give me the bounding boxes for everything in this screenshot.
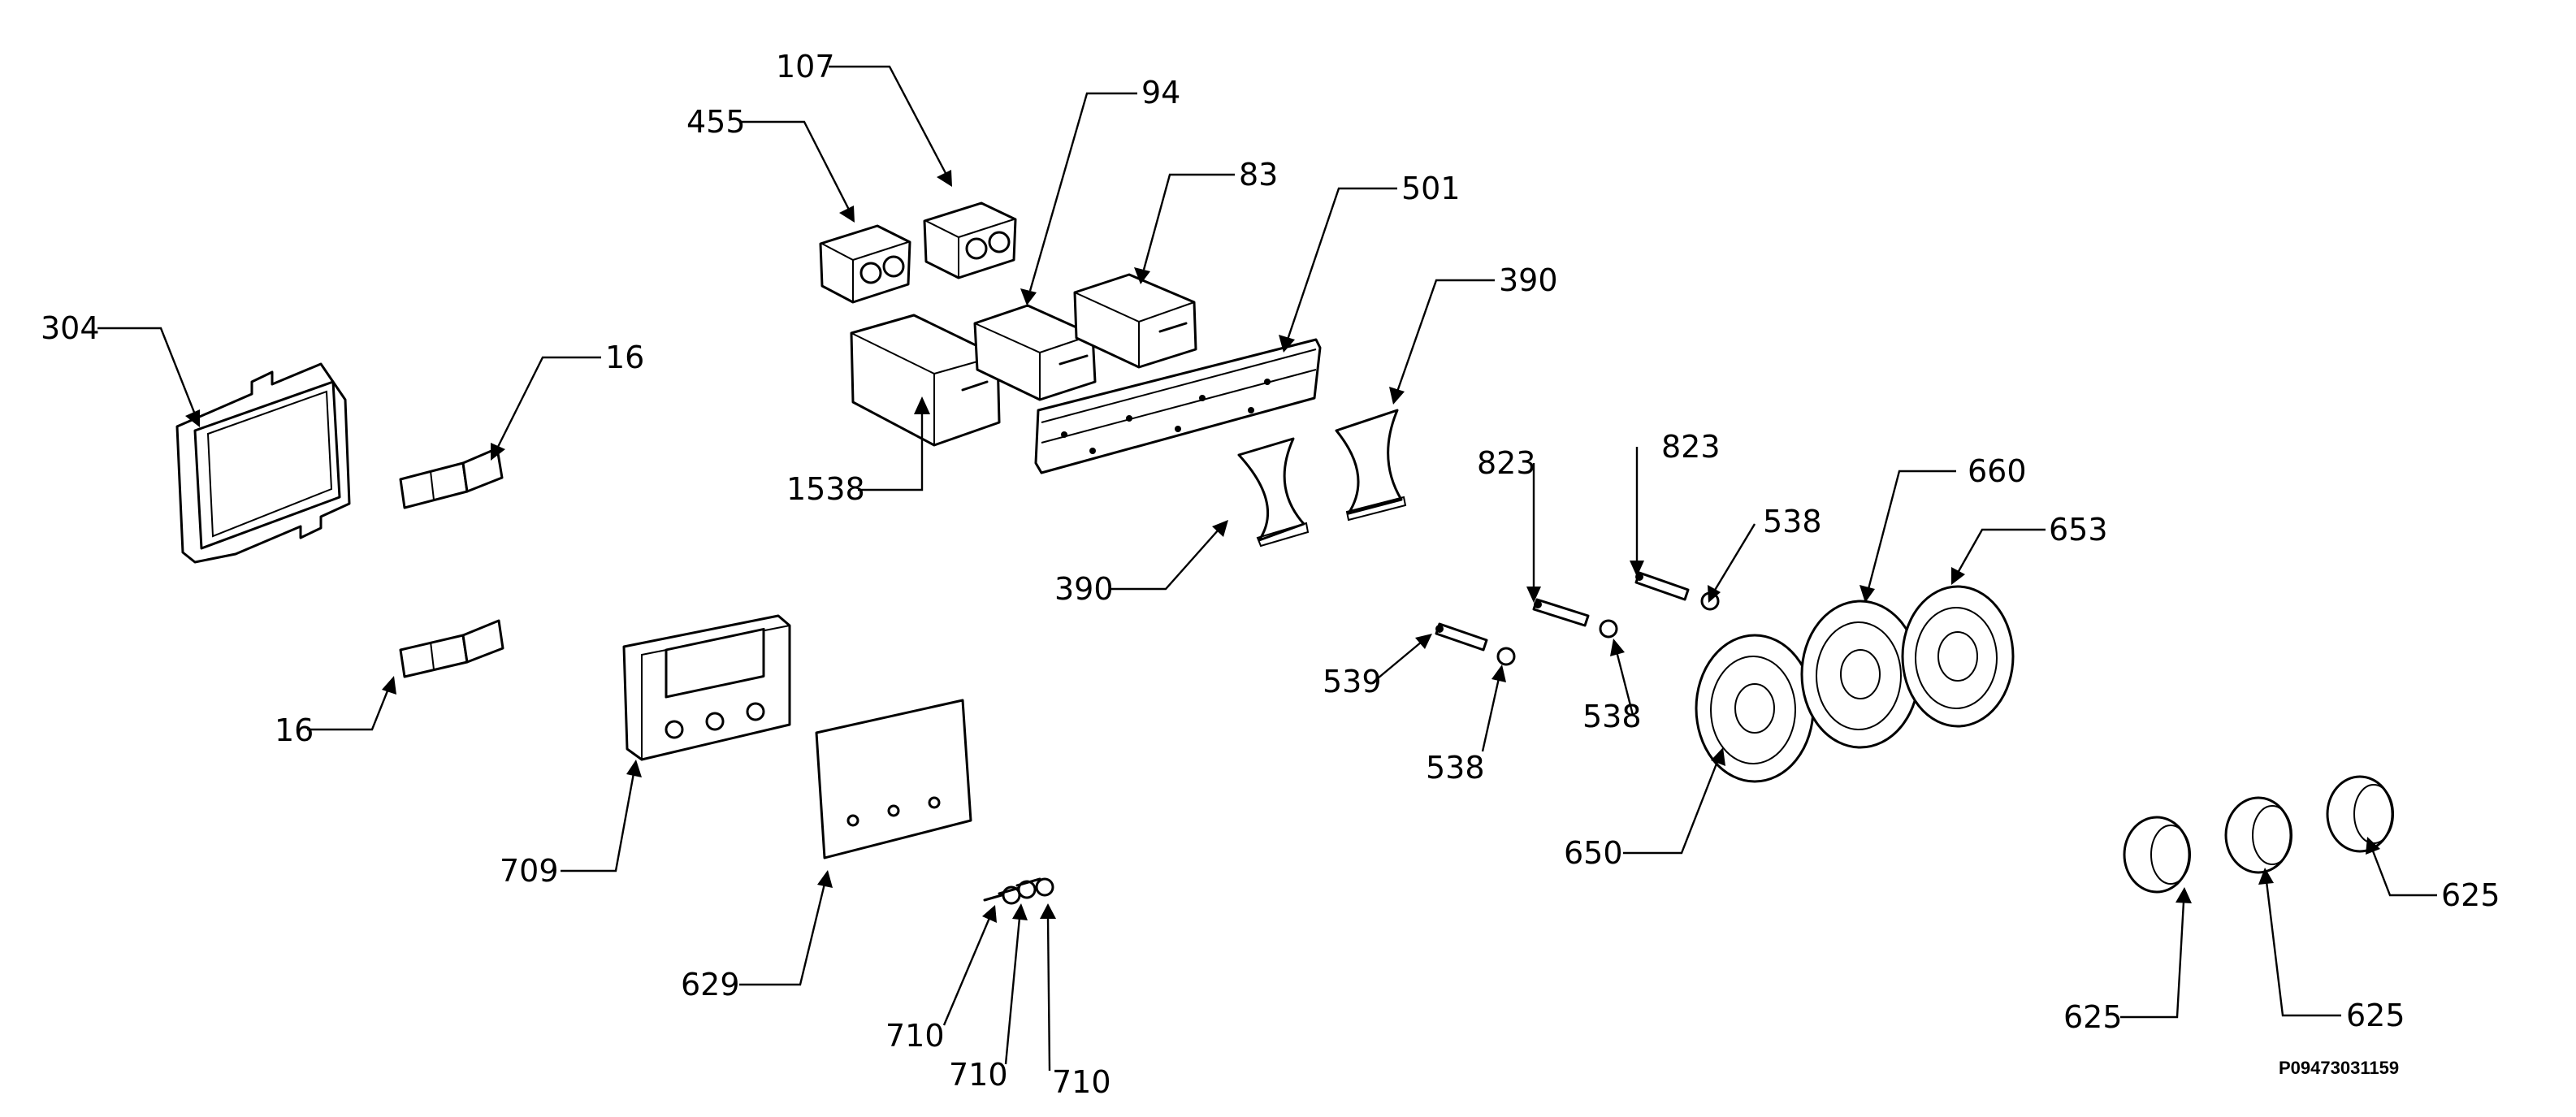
part-629-front-panel bbox=[815, 699, 972, 859]
callout-653: 653 bbox=[2049, 512, 2108, 548]
callout-390: 390 bbox=[1499, 262, 1558, 298]
reference-code: P09473031159 bbox=[2279, 1058, 2399, 1078]
callout-94: 94 bbox=[1141, 75, 1180, 110]
callout-16: 16 bbox=[275, 712, 314, 748]
part-710-buttons bbox=[983, 877, 1054, 905]
callout-538: 538 bbox=[1763, 504, 1822, 539]
callout-107: 107 bbox=[776, 49, 835, 84]
callout-538: 538 bbox=[1582, 699, 1642, 734]
callout-390: 390 bbox=[1054, 571, 1114, 607]
callout-455: 455 bbox=[686, 104, 746, 140]
part-538-ring-lower bbox=[1496, 647, 1516, 666]
callout-650: 650 bbox=[1564, 835, 1623, 871]
part-107-terminal-block bbox=[923, 201, 1017, 279]
callout-625: 625 bbox=[2441, 877, 2500, 913]
part-653-knob-bezel bbox=[1901, 585, 2015, 728]
callout-710: 710 bbox=[949, 1057, 1008, 1093]
callout-625: 625 bbox=[2063, 999, 2123, 1035]
callout-501: 501 bbox=[1401, 171, 1461, 206]
part-390-bracket-right bbox=[1335, 409, 1407, 522]
callout-710: 710 bbox=[1052, 1064, 1111, 1100]
callout-629: 629 bbox=[681, 967, 740, 1002]
part-823-shaft-middle bbox=[1532, 598, 1590, 627]
part-1538-switch-box bbox=[850, 314, 1001, 447]
part-304-frame bbox=[175, 362, 351, 564]
callout-539: 539 bbox=[1323, 664, 1382, 699]
callout-660: 660 bbox=[1968, 453, 2027, 489]
part-94-switch-box bbox=[973, 304, 1097, 401]
callout-625: 625 bbox=[2346, 998, 2405, 1033]
part-650-knob-bezel bbox=[1695, 634, 1815, 783]
callout-1538: 1538 bbox=[786, 471, 865, 507]
part-455-terminal-block bbox=[819, 224, 911, 304]
part-501-rail bbox=[1034, 338, 1322, 474]
part-709-display-module bbox=[622, 614, 791, 761]
callout-16: 16 bbox=[605, 340, 644, 375]
leader-lines bbox=[97, 65, 2437, 1072]
callout-labels: 107 455 94 83 501 390 304 16 1538 390 82… bbox=[41, 49, 2500, 1100]
part-625-knob-right bbox=[2326, 775, 2394, 853]
callout-709: 709 bbox=[500, 853, 559, 889]
callout-823: 823 bbox=[1477, 445, 1536, 481]
part-16-clip-upper bbox=[399, 447, 504, 509]
part-823-shaft-upper bbox=[1634, 571, 1690, 601]
callout-823: 823 bbox=[1661, 429, 1721, 465]
callout-710: 710 bbox=[885, 1018, 945, 1054]
part-625-knob-left bbox=[2123, 816, 2191, 894]
callout-538: 538 bbox=[1426, 750, 1485, 786]
part-539-shaft bbox=[1435, 622, 1488, 652]
part-625-knob-middle bbox=[2224, 796, 2292, 874]
part-390-bracket-left bbox=[1237, 437, 1310, 548]
part-660-knob-bezel bbox=[1800, 600, 1920, 749]
callout-83: 83 bbox=[1239, 157, 1278, 193]
part-538-ring-middle bbox=[1599, 619, 1618, 639]
part-83-switch-box bbox=[1073, 273, 1197, 369]
part-16-clip-lower bbox=[399, 619, 504, 678]
callout-304: 304 bbox=[41, 310, 100, 346]
